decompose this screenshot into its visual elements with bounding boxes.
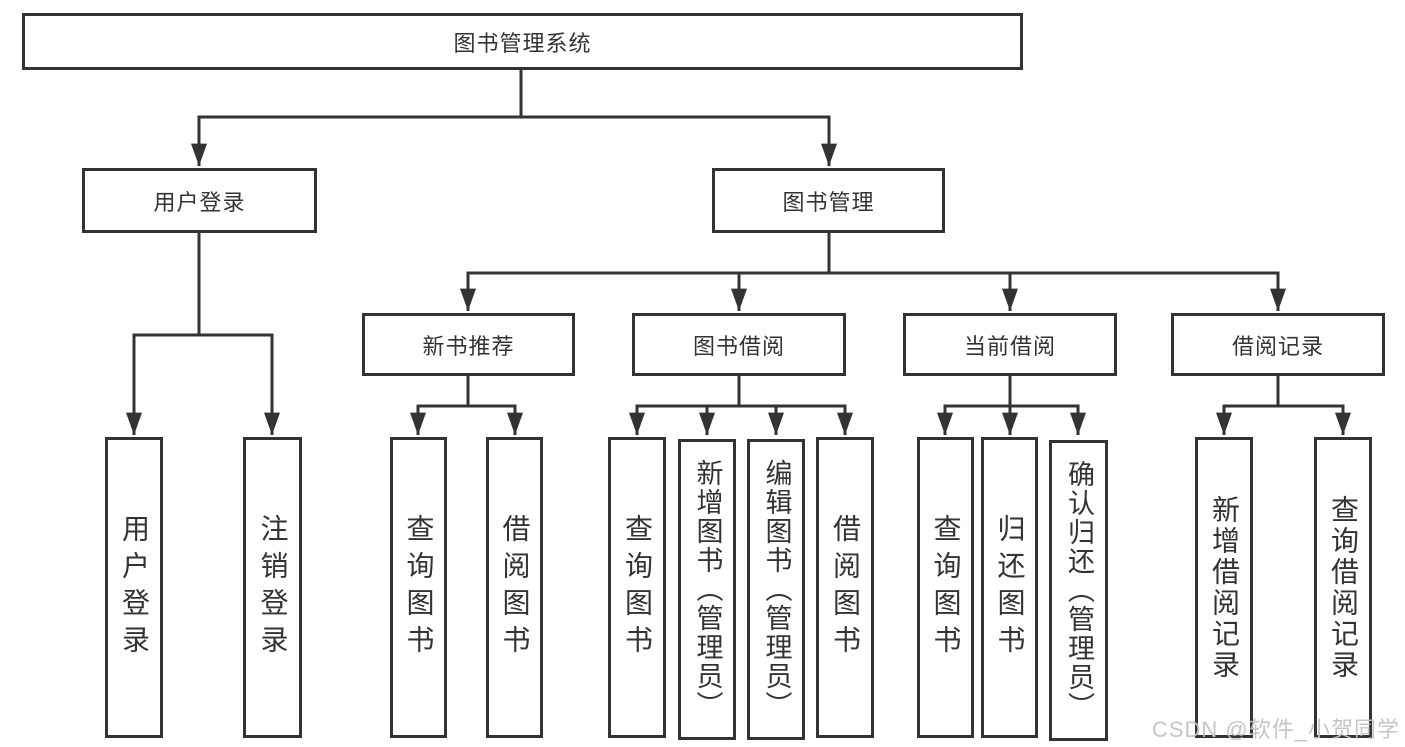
leaf-label: 查询图书 [403, 513, 435, 662]
connector-book-management-children [460, 233, 1286, 311]
leaf-label: 确认归还（管理员） [1064, 460, 1094, 721]
leaf-label: 新增借阅记录 [1209, 494, 1240, 681]
leaf-label: 注销登录 [257, 513, 289, 662]
node-leaf-query-borrow-record: 查询借阅记录 [1314, 437, 1372, 738]
node-leaf-edit-book-admin: 编辑图书（管理员） [747, 439, 805, 740]
leaf-label: 借阅图书 [830, 513, 861, 662]
node-leaf-confirm-return-admin: 确认归还（管理员） [1049, 440, 1108, 741]
leaf-label: 编辑图书（管理员） [761, 459, 792, 720]
leaf-label: 借阅图书 [499, 513, 531, 662]
connector-root-to-level2 [191, 69, 837, 167]
node-book-management: 图书管理 [712, 168, 945, 233]
csdn-watermark: CSDN @软件_小贺同学 [1151, 717, 1400, 742]
connector-book-borrow-children [629, 376, 853, 435]
connector-current-borrow-children [937, 376, 1086, 435]
node-new-book-recommend: 新书推荐 [362, 313, 575, 376]
node-user-login: 用户登录 [82, 168, 317, 233]
node-root-library-management-system: 图书管理系统 [22, 13, 1023, 70]
connector-borrow-record-children [1216, 376, 1351, 435]
node-current-borrow: 当前借阅 [903, 313, 1117, 376]
leaf-label: 查询借阅记录 [1328, 494, 1359, 681]
node-leaf-return-book: 归还图书 [981, 437, 1038, 738]
leaf-label: 查询图书 [930, 513, 962, 662]
node-leaf-add-borrow-record: 新增借阅记录 [1195, 437, 1253, 738]
node-borrow-record: 借阅记录 [1171, 313, 1385, 376]
node-leaf-query-books-borrow: 查询图书 [608, 437, 666, 738]
node-book-borrow: 图书借阅 [632, 313, 846, 376]
node-leaf-query-books-recommend: 查询图书 [390, 437, 447, 738]
node-leaf-add-book-admin: 新增图书（管理员） [678, 439, 736, 740]
leaf-label: 用户登录 [119, 513, 150, 662]
connector-new-book-recommend-children [410, 376, 523, 435]
leaf-label: 新增图书（管理员） [692, 459, 723, 720]
node-leaf-logout: 注销登录 [243, 437, 302, 738]
node-leaf-borrow-books: 借阅图书 [816, 437, 874, 738]
connector-user-login-children [126, 233, 280, 435]
leaf-label: 归还图书 [994, 513, 1026, 662]
node-leaf-query-books-current: 查询图书 [917, 437, 974, 738]
node-leaf-borrow-books-recommend: 借阅图书 [486, 437, 543, 738]
node-leaf-user-login: 用户登录 [105, 437, 163, 738]
leaf-label: 查询图书 [622, 513, 653, 662]
